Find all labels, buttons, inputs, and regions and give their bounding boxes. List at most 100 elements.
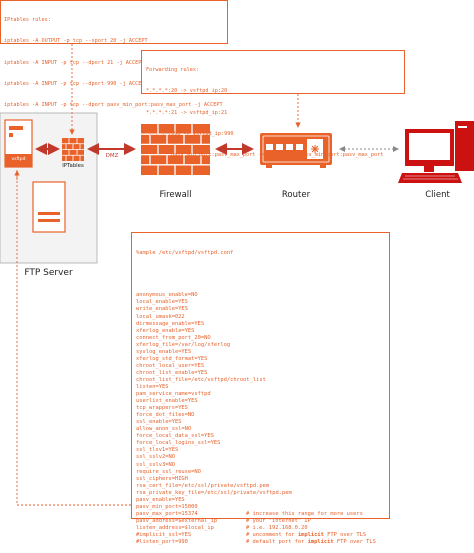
config-line: pam_service_name=vsftpd xyxy=(136,391,385,398)
forwarding-rule: *.*.*.*:990 -> vsftpd_ip:990 xyxy=(146,131,234,138)
forwarding-rule: *.*.*.*:21 -> vsftpd_ip:21 xyxy=(146,109,228,116)
network-diagram xyxy=(0,44,474,506)
config-line: force_local_logins_ssl=YES xyxy=(136,440,385,447)
iptables-rule: iptables -A INPUT -p tcp --dport 990 -j … xyxy=(4,81,148,88)
config-pointer xyxy=(16,170,131,506)
config-document-icon xyxy=(32,181,66,233)
config-line-text: tcp_wrappers=YES xyxy=(136,405,188,412)
config-line: write_enable=YES xyxy=(136,306,385,313)
config-comment: # increase this range for more users xyxy=(246,510,363,517)
config-line-text: xferlog_std_format=YES xyxy=(136,355,208,362)
config-line-text: ssl_enable=YES xyxy=(136,419,182,426)
config-line-text: chroot_list_enable=YES xyxy=(136,369,208,376)
config-line: xferlog_enable=YES xyxy=(136,328,385,335)
config-line-text: local_umask=022 xyxy=(136,313,185,320)
config-comment: # uncomment for implicit FTP over TLS xyxy=(246,531,367,538)
config-line: ssl_ciphers=HIGH xyxy=(136,476,385,483)
vsftpd-server-icon xyxy=(4,119,33,168)
config-line: dirmessage_enable=YES xyxy=(136,321,385,328)
firewall-icon xyxy=(141,124,210,175)
config-line-text: pasv_enable=YES xyxy=(136,496,185,503)
config-line: syslog_enable=YES xyxy=(136,349,385,356)
config-line-text: listen_address=$local_ip xyxy=(136,524,214,531)
config-line: ssl_sslv2=NO xyxy=(136,454,385,461)
iptables-rule: iptables -A OUTPUT -p tcp --sport 20 -j … xyxy=(4,38,148,45)
router-label: Router xyxy=(281,190,311,200)
config-line: local_umask=022 xyxy=(136,314,385,321)
config-line-text: force_dot_files=NO xyxy=(136,412,195,419)
config-line-text: connect_from_port_20=NO xyxy=(136,334,211,341)
config-line-text: ssl_sslv2=NO xyxy=(136,454,175,461)
config-line: anonymous_enable=NO xyxy=(136,292,385,299)
forwarding-rules-title: Forwarding rules: xyxy=(146,67,200,74)
config-line-text: write_enable=YES xyxy=(136,306,188,313)
config-line: force_dot_files=NO xyxy=(136,412,385,419)
config-line: #implicit_ssl=YES # uncomment for implici… xyxy=(136,532,385,539)
ftp-server-label: FTP Server xyxy=(24,268,73,278)
config-line-text: force_local_logins_ssl=YES xyxy=(136,440,221,447)
forwarding-rules-box: Forwarding rules: *.*.*.*:20 -> vsftpd_i… xyxy=(141,50,405,158)
vsftpd-config-box: %ample /etc/vsftpd/vsftpd.conf anonymous… xyxy=(131,232,390,545)
config-line: ssl_enable=YES xyxy=(136,419,385,426)
config-line-text: force_local_data_ssl=YES xyxy=(136,433,214,440)
config-line-text: require_ssl_reuse=NO xyxy=(136,468,201,475)
forwarding-rule: *.*.*.*:20 -> vsftpd_ip:20 xyxy=(146,88,228,95)
config-line-text: chroot_list_file=/etc/vsftpd/chroot_list xyxy=(136,376,266,383)
config-line: rsa_private_key_file=/etc/ssl/private/vs… xyxy=(136,490,385,497)
config-line-text: syslog_enable=YES xyxy=(136,348,192,355)
config-line: pasv_max_port=15374 # increase this range… xyxy=(136,511,385,518)
config-line-text: ssl_sslv3=NO xyxy=(136,461,175,468)
firewall-label: Firewall xyxy=(159,190,192,200)
config-line: userlist_enable=YES xyxy=(136,398,385,405)
config-line-text: pam_service_name=vsftpd xyxy=(136,391,211,398)
iptables-rule: iptables -A INPUT -p tcp --dport pasv_mi… xyxy=(4,102,223,109)
config-line: pasv_min_port=15000 xyxy=(136,504,385,511)
config-comment: # default port for implicit FTP over TLS xyxy=(246,539,376,546)
config-line: xferlog_file=/var/log/xferlog xyxy=(136,342,385,349)
iptables-label: IPTables xyxy=(62,163,84,169)
config-line-text: rsa_cert_file=/etc/ssl/private/vsftpd.pe… xyxy=(136,482,270,489)
config-line: listen_address=$local_ip# i.e. 192.168.0… xyxy=(136,525,385,532)
config-line-text: pasv_min_port=15000 xyxy=(136,503,198,510)
config-line: tcp_wrappers=YES xyxy=(136,405,385,412)
client-computer-icon xyxy=(398,121,474,183)
config-line-text: xferlog_file=/var/log/xferlog xyxy=(136,341,231,348)
config-line: allow_anon_ssl=NO xyxy=(136,426,385,433)
config-title: %ample /etc/vsftpd/vsftpd.conf xyxy=(136,250,234,257)
config-line: ssl_sslv3=NO xyxy=(136,462,385,469)
iptables-rule: iptables -A INPUT -p tcp --dport 21 -j A… xyxy=(4,59,145,66)
config-line: ssl_tlsv1=YES xyxy=(136,447,385,454)
config-line: force_local_data_ssl=YES xyxy=(136,433,385,440)
forwarding-rule: *.*.*.*:pasv_min_port:pasv_max_port -> v… xyxy=(146,152,384,159)
config-line-text: xferlog_enable=YES xyxy=(136,327,195,334)
router-icon xyxy=(260,133,332,168)
config-line: chroot_list_enable=YES xyxy=(136,370,385,377)
config-line: rsa_cert_file=/etc/ssl/private/vsftpd.pe… xyxy=(136,483,385,490)
client-label: Client xyxy=(425,190,450,200)
config-line-text: #listen_port=990 xyxy=(136,539,188,546)
config-line: listen=YES xyxy=(136,384,385,391)
config-line-text: allow_anon_ssl=NO xyxy=(136,426,192,433)
iptables-rules-box: IPtables rules: iptables -A OUTPUT -p tc… xyxy=(0,0,228,108)
config-line: chroot_local_user=YES xyxy=(136,363,385,370)
config-line: pasv_enable=YES xyxy=(136,497,385,504)
config-line-text: rsa_private_key_file=/etc/ssl/private/vs… xyxy=(136,489,292,496)
config-line: local_enable=YES xyxy=(136,299,385,306)
config-line-text: pasv_max_port=15374 xyxy=(136,510,198,517)
config-line-text: dirmessage_enable=YES xyxy=(136,320,205,327)
dmz-label: DMZ xyxy=(105,153,119,159)
config-line: chroot_list_file=/etc/vsftpd/chroot_list xyxy=(136,377,385,384)
config-line-text: ssl_tlsv1=YES xyxy=(136,447,179,454)
config-line-text: #implicit_ssl=YES xyxy=(136,531,192,538)
config-line: xferlog_std_format=YES xyxy=(136,356,385,363)
config-line-text: listen=YES xyxy=(136,383,169,390)
config-line: require_ssl_reuse=NO xyxy=(136,469,385,476)
config-line-text: chroot_local_user=YES xyxy=(136,362,205,369)
config-line-text: ssl_ciphers=HIGH xyxy=(136,475,188,482)
config-line-text: local_enable=YES xyxy=(136,299,188,306)
iptables-rules-title: IPtables rules: xyxy=(4,17,51,24)
config-line-text: userlist_enable=YES xyxy=(136,398,198,405)
config-line: #listen_port=990 # default port for impli… xyxy=(136,539,385,546)
iptables-wall-icon xyxy=(62,138,84,161)
